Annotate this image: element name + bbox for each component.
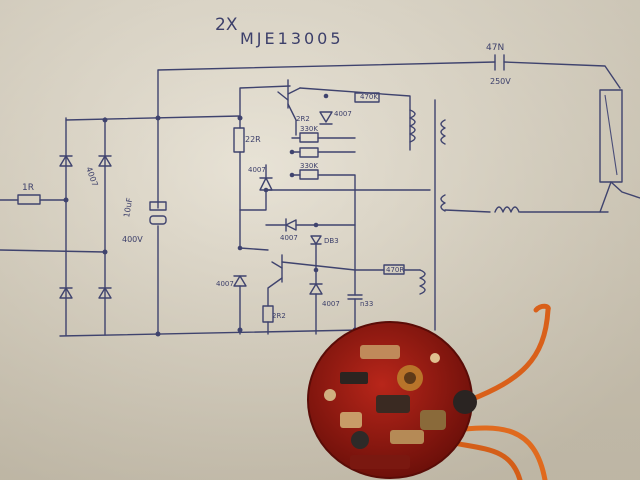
resistor-chain	[289, 92, 380, 273]
circuit-board-photo	[307, 321, 477, 479]
diac-label: DB3	[324, 237, 339, 245]
emitter-res-lower-label: 2R2	[272, 312, 286, 320]
res-cap-top-label: 470K	[360, 93, 378, 101]
transformer-coils	[409, 99, 601, 331]
diode-upper-label: 4007	[334, 110, 352, 118]
cap-lower-label: n33	[360, 300, 373, 308]
upper-transistor	[233, 79, 411, 249]
cap-top-voltage-label: 250V	[490, 77, 511, 86]
top-rail-wire	[157, 54, 621, 119]
diode-lower-label: 4007	[322, 300, 340, 308]
title-transistor: MJE13005	[240, 29, 344, 48]
input-line	[0, 194, 106, 253]
emitter-res-upper-label: 2R2	[296, 115, 310, 123]
bulk-capacitor	[149, 115, 167, 337]
cap-top-value-label: 47N	[486, 43, 504, 53]
res-a-label: 330K	[300, 125, 318, 133]
res-b-label: 330K	[300, 162, 318, 170]
title-prefix: 2X	[215, 15, 238, 35]
middle-diodes	[239, 164, 431, 245]
transistor-diode-label: 4007	[216, 280, 234, 288]
bulk-cap-voltage-label: 400V	[122, 235, 143, 244]
base-res-upper-label: 22R	[245, 135, 261, 144]
diode-mid-label: 4007	[248, 166, 266, 174]
res-lower-label: 470R	[386, 266, 404, 274]
diode-left-label: 4007	[280, 234, 298, 242]
bulk-cap-value-label: 10uF	[122, 197, 134, 219]
resistor-input-label: 1R	[22, 183, 34, 193]
diode-bridge	[59, 115, 361, 337]
